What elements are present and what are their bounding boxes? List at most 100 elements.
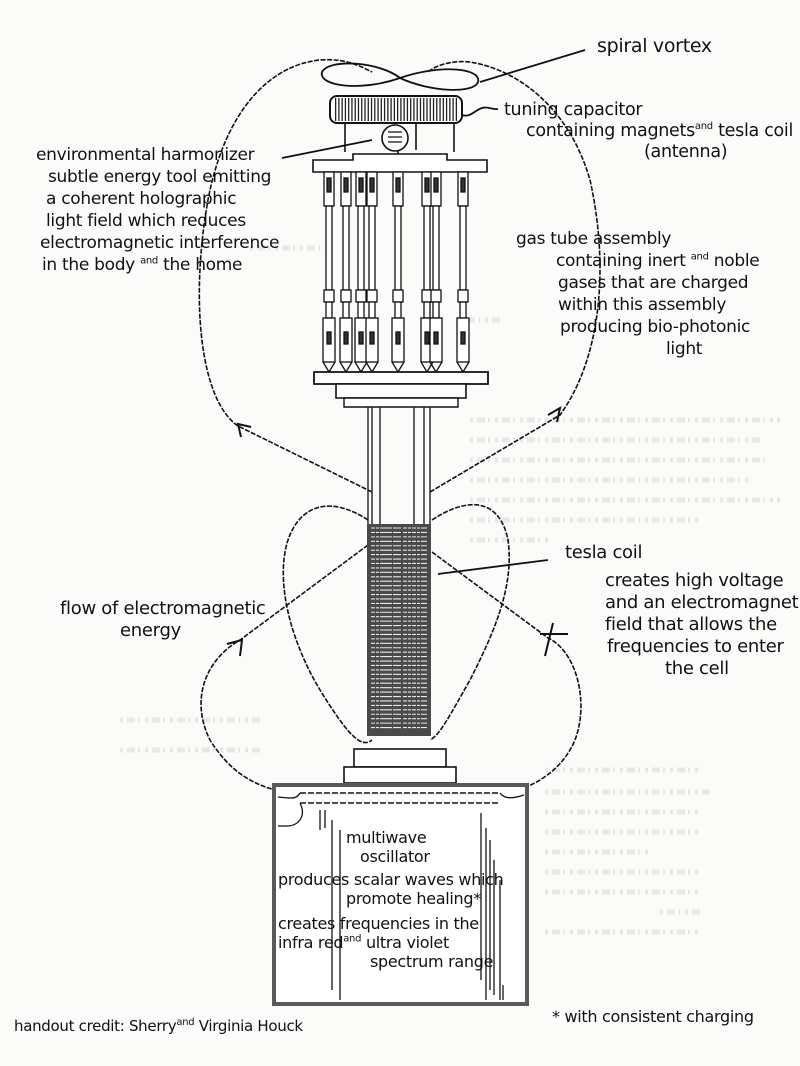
label-footnote: * with consistent charging	[552, 1006, 754, 1027]
credit-and: and	[176, 1017, 195, 1028]
leader-harmonizer	[281, 139, 373, 159]
gas-tube-tip	[456, 361, 470, 374]
gas-tube-electrode	[460, 177, 466, 193]
gas-tube-shaft	[357, 205, 365, 291]
credit-a: handout credit: Sherry	[14, 1017, 177, 1035]
harmonizer-head	[312, 123, 488, 173]
arrowhead-lower-right-icon	[540, 622, 568, 657]
gas-tube-filament	[460, 331, 466, 345]
spiral-vortex-text: spiral vortex	[597, 35, 712, 57]
label-environmental-harmonizer: environmental harmonizer subtle energy t…	[36, 144, 279, 276]
gas-tube-tip	[365, 361, 379, 374]
gas-tube-line6: light	[666, 339, 703, 359]
gas-tube-shaft	[342, 205, 350, 291]
footnote-text: * with consistent charging	[552, 1007, 754, 1026]
gas-tube-filament	[395, 331, 401, 345]
harmonizer-line4: light field which reduces	[46, 211, 246, 231]
gas-tube-neck	[432, 301, 440, 319]
tuning-capacitor-line2a: containing magnets	[526, 121, 695, 141]
tuning-capacitor	[329, 95, 463, 124]
gas-tube-neck	[423, 301, 431, 319]
credit-b: Virginia Houck	[198, 1017, 303, 1035]
gas-tube-line2a: containing inert	[556, 251, 686, 271]
oscillator-line6b: ultra violet	[365, 933, 449, 952]
middle-loop-right	[429, 504, 510, 741]
label-tuning-capacitor: tuning capacitor containing magnetsand t…	[504, 100, 793, 163]
oscillator-box	[272, 783, 529, 1006]
gas-tube	[429, 171, 443, 374]
gas-tube	[456, 171, 470, 374]
gas-tube-assembly	[313, 171, 489, 408]
gas-tube-filament	[358, 331, 364, 345]
label-handout-credit: handout credit: Sherryand Virginia Houck	[14, 1016, 303, 1037]
gas-tube	[339, 171, 353, 374]
stem	[367, 407, 431, 525]
upper-loop-left	[198, 58, 373, 493]
leader-lines	[281, 49, 586, 575]
gas-tube-electrode	[369, 177, 375, 193]
gas-tube-electrode	[395, 177, 401, 193]
tesla-coil-line5: the cell	[665, 658, 729, 679]
gas-tube-filament	[424, 331, 430, 345]
gas-tube-collar	[323, 289, 335, 303]
oscillator-line6a: infra red	[278, 933, 344, 952]
oscillator-line3: produces scalar waves which	[278, 870, 504, 889]
label-tesla-coil: tesla coil creates high voltage and an e…	[565, 542, 800, 680]
tesla-coil-line3: field that allows the	[605, 614, 777, 635]
middle-loop	[282, 505, 373, 744]
gas-tube-electrode	[326, 177, 332, 193]
coil-base	[343, 748, 457, 784]
gas-tube-line3: gases that are charged	[558, 273, 749, 293]
oscillator-line7: spectrum range	[370, 952, 494, 971]
gas-tube-electrode	[343, 177, 349, 193]
spiral-vortex	[321, 62, 479, 91]
tuning-capacitor-line3: (antenna)	[644, 142, 728, 162]
tesla-coil-line4: frequencies to enter	[607, 636, 784, 657]
tuning-capacitor-line1: tuning capacitor	[504, 100, 643, 120]
gas-tube-shaft	[459, 205, 467, 291]
gas-tube-electrode	[433, 177, 439, 193]
gas-tube-neck	[368, 301, 376, 319]
gas-tube-filament	[433, 331, 439, 345]
harmonizer-line3: a coherent holographic	[46, 189, 237, 209]
paper-bleed-texture	[120, 245, 780, 935]
harmonizer-line6a: in the body	[42, 255, 135, 275]
flow-line1: flow of electromagnetic	[60, 598, 266, 619]
gas-tube	[391, 171, 405, 374]
gas-tube	[354, 171, 368, 374]
harmonizer-line2: subtle energy tool emitting	[48, 167, 272, 187]
flow-arrowheads	[226, 405, 568, 657]
oscillator-line5: creates frequencies in the	[278, 914, 479, 933]
gas-tube-collar	[355, 289, 367, 303]
gas-tube-shaft	[368, 205, 376, 291]
gas-tube-line1: gas tube assembly	[516, 229, 672, 249]
lower-loop-left	[200, 544, 369, 796]
tesla-coil-line2: and an electromagnetic	[605, 592, 800, 613]
gas-tube-collar	[366, 289, 378, 303]
tesla-coil-line1: creates high voltage	[605, 570, 784, 591]
gas-tube-collar	[392, 289, 404, 303]
gas-tube-line5: producing bio-photonic	[560, 317, 751, 337]
harmonizer-line5: electromagnetic interference	[40, 233, 280, 253]
gas-tube-shaft	[394, 205, 402, 291]
label-gas-tube-assembly: gas tube assembly containing inert and n…	[516, 228, 760, 360]
tesla-coil	[367, 524, 431, 736]
gas-tube-neck	[357, 301, 365, 319]
label-flow-energy: flow of electromagnetic energy	[60, 598, 266, 642]
flow-line2: energy	[120, 620, 181, 641]
gas-tube-collar	[340, 289, 352, 303]
upper-loop-right	[427, 60, 601, 493]
leader-tesla-coil	[437, 559, 549, 575]
arrowhead-upper-right-icon	[547, 405, 562, 423]
gas-tube	[322, 171, 336, 374]
arrowhead-lower-left-icon	[226, 638, 244, 657]
gas-tube-filament	[326, 331, 332, 345]
oscillator-and: and	[343, 933, 362, 945]
gas-tube-filament	[369, 331, 375, 345]
gas-tube-shaft	[432, 205, 440, 291]
gas-tube	[365, 171, 379, 374]
gas-tube-collar	[430, 289, 442, 303]
gas-tube-tip	[322, 361, 336, 374]
lower-loop-right	[431, 551, 582, 791]
